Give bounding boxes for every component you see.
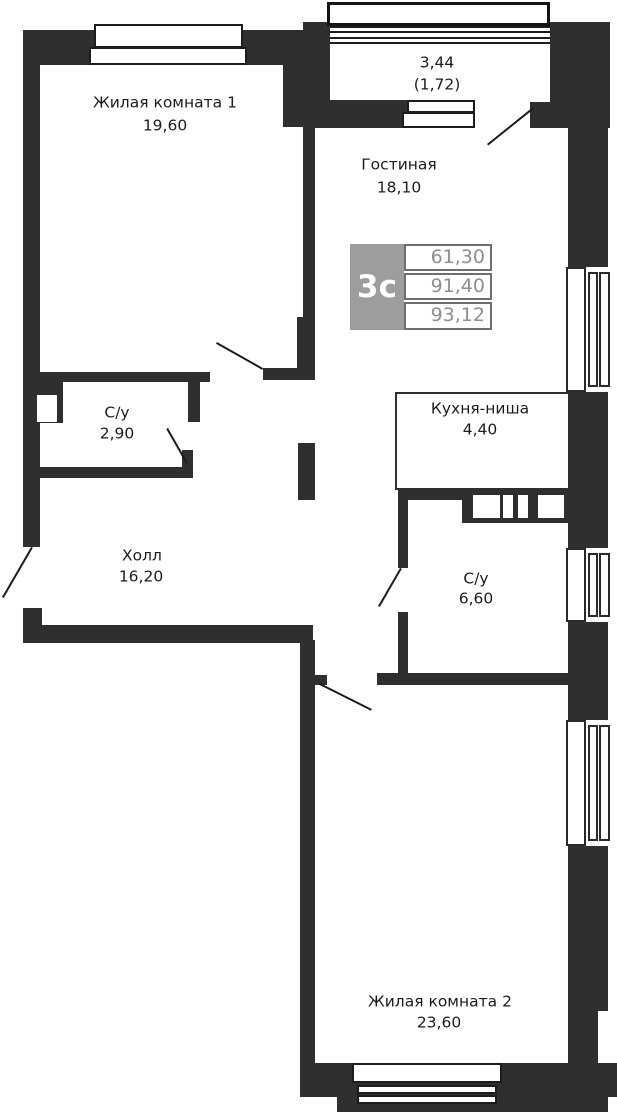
vent-shaft-opening (503, 495, 513, 518)
wall-right-e (568, 846, 608, 1011)
window-room2-outer (357, 1095, 497, 1104)
room-area-label: 18,10 (376, 178, 422, 197)
door-room1-swing (216, 342, 264, 370)
kitchen-niche-outline (395, 392, 570, 490)
room-name-label: Жилая комната 1 (93, 93, 237, 112)
balcony-glazing (330, 26, 550, 44)
wall-bath2-left-upper (398, 500, 408, 568)
room-area-label: 6,60 (458, 589, 494, 608)
wall-room2-top (377, 673, 568, 685)
window-right2-pane (566, 548, 586, 622)
balcony-outer-rail (327, 2, 550, 26)
wall-right-b (568, 128, 608, 267)
wall-hall-stub (298, 443, 315, 500)
info-area-main: 91,40 (404, 273, 492, 300)
window-right3-pane (599, 725, 610, 841)
wall-mid (303, 127, 315, 317)
window-right2-pane (588, 553, 598, 617)
wall-hall-bottom (37, 625, 313, 643)
room-name-label: С/у (463, 569, 489, 588)
door-bath1-swing (166, 428, 188, 464)
vent-shaft-opening (538, 495, 564, 518)
room-name-label: Холл (122, 546, 162, 565)
wall-mid-upper (283, 65, 310, 127)
door-bath2-swing (378, 567, 402, 608)
vent-shaft-opening (473, 495, 500, 518)
wall-bath1-top (23, 372, 210, 382)
room-area-label: 16,20 (118, 567, 164, 586)
window-room1-outer (94, 24, 243, 48)
room-area-label: 19,60 (142, 116, 188, 135)
wall-room1-door-sill (263, 368, 315, 380)
room-name-label: Кухня-ниша (430, 399, 530, 418)
window-right3-pane (588, 725, 598, 841)
window-balcony-sill (402, 112, 475, 128)
shaft-niche-opening (37, 395, 57, 422)
window-right1-pane (588, 272, 598, 387)
wall-right-d (568, 622, 608, 720)
wall-right-top-corner (550, 22, 610, 128)
balcony-area-secondary-label: (1,72) (413, 75, 461, 94)
info-area-total: 93,12 (404, 302, 492, 330)
window-right2-pane (599, 553, 610, 617)
room-name-label: Гостиная (361, 155, 437, 174)
wall-balcony-bottom (310, 100, 407, 128)
wall-balcony-door-jamb (530, 102, 560, 128)
room-area-label: 4,40 (462, 420, 498, 439)
wall-room2-left (300, 640, 315, 1063)
window-room2-pane (357, 1085, 497, 1094)
wall-room2-door-hinge (313, 675, 327, 685)
window-right1-pane (599, 272, 610, 387)
wall-bath1-bottom (23, 467, 193, 478)
window-right1-pane (566, 267, 586, 392)
wall-mid-lower (297, 317, 315, 378)
room-name-label: С/у (104, 403, 130, 422)
vent-shaft-opening (518, 495, 528, 518)
door-room2-swing (319, 683, 372, 711)
window-room2-sill (352, 1063, 502, 1083)
wall-right-f (568, 1011, 598, 1063)
apartment-type-badge: 3с (350, 244, 404, 330)
room-area-label: 23,60 (416, 1013, 462, 1032)
wall-bath1-jamb-bottom (182, 450, 193, 478)
room-name-label: Жилая комната 2 (368, 992, 512, 1011)
wall-bath2-left-lower (398, 612, 408, 683)
wall-right-c (568, 392, 608, 548)
door-balcony-swing (487, 107, 535, 146)
info-area-living: 61,30 (404, 244, 492, 271)
window-room1-sill (89, 47, 247, 65)
balcony-area-label: 3,44 (419, 53, 455, 72)
wall-bath1-jamb-top (188, 372, 200, 422)
room-area-label: 2,90 (99, 424, 135, 443)
door-entrance-swing (2, 546, 33, 599)
window-right3-pane (566, 720, 586, 846)
